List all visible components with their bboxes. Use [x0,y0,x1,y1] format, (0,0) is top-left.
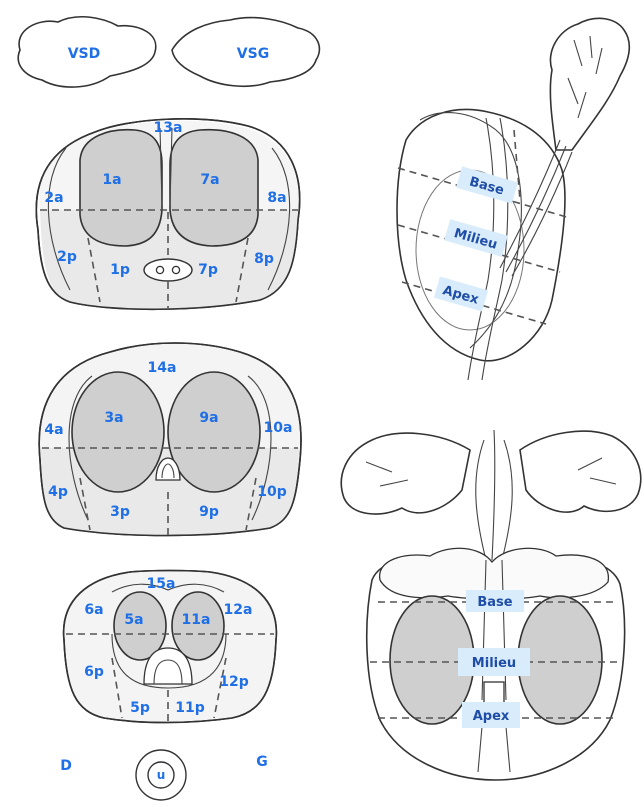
label-1a: 1a [102,172,121,188]
apex-outline [64,571,277,723]
label-10p: 10p [257,484,287,500]
ejaculatory-ducts [144,259,192,281]
label-8p: 8p [254,251,274,267]
label-vsg: VSG [237,46,269,62]
label-6p: 6p [84,664,104,680]
seminal-vesicles: VSD VSG [18,17,319,87]
apex-axial-section: 15a 6a 5a 11a 12a 6p 12p 5p 11p [64,571,277,723]
label-9p: 9p [199,504,219,520]
label-right-side: D [60,758,72,774]
coronal-vesicle-left [341,433,470,514]
label-13a: 13a [154,120,183,136]
label-12p: 12p [219,674,249,690]
coronal-label-milieu: Milieu [472,656,516,671]
label-12a: 12a [224,602,253,618]
label-4a: 4a [44,422,63,438]
label-9a: 9a [199,410,218,426]
label-urethra: u [157,768,166,782]
base-axial-section: 13a 1a 7a 2a 8a 2p 1p 7p 8p [36,119,299,309]
zone-3a [72,372,164,492]
coronal-view: Base Milieu Apex [341,430,640,780]
label-6a: 6a [84,602,103,618]
label-11p: 11p [175,700,205,716]
coronal-verumontanum [484,682,504,704]
label-vsd: VSD [68,46,101,62]
label-2a: 2a [44,190,63,206]
label-left-side: G [256,754,268,770]
label-7p: 7p [198,262,218,278]
label-5p: 5p [130,700,150,716]
mid-axial-section: 14a 3a 9a 4a 10a 4p 3p 9p 10p [39,343,301,536]
coronal-zone-right [518,596,602,724]
label-7a: 7a [200,172,219,188]
coronal-vas-deferens [476,430,512,560]
label-1p: 1p [110,262,130,278]
coronal-label-base: Base [477,595,512,610]
label-3a: 3a [104,410,123,426]
label-10a: 10a [264,420,293,436]
orientation-legend: D G u [60,750,268,800]
label-5a: 5a [124,612,143,628]
label-14a: 14a [148,360,177,376]
label-11a: 11a [182,612,211,628]
label-15a: 15a [147,576,176,592]
label-3p: 3p [110,504,130,520]
zone-9a [168,372,260,492]
sagittal-view: Base Milieu Apex [397,18,629,380]
label-2p: 2p [57,249,77,265]
label-8a: 8a [267,190,286,206]
coronal-vesicle-right [520,431,641,512]
coronal-label-apex: Apex [473,709,510,724]
label-4p: 4p [48,484,68,500]
